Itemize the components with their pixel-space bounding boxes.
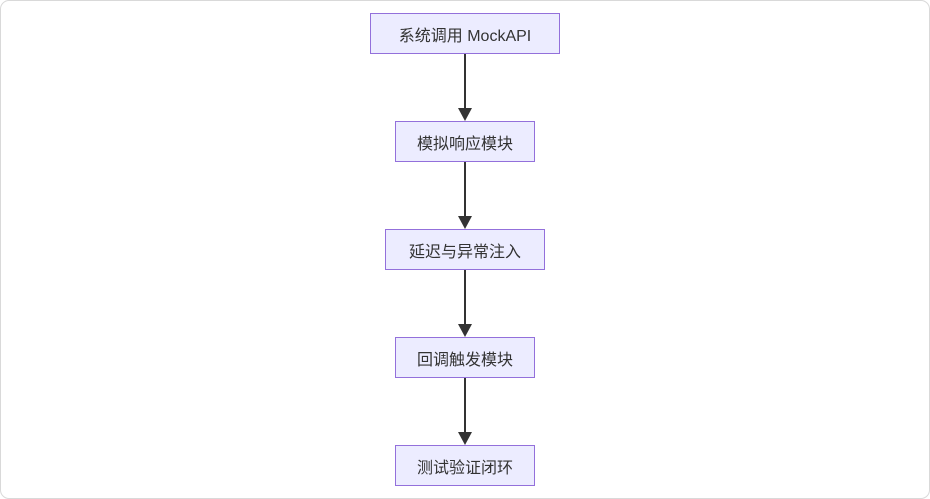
arrow-line <box>464 270 466 324</box>
flow-arrow-2 <box>457 162 473 230</box>
arrowhead-icon <box>458 108 472 121</box>
flow-node-mockapi-call: 系统调用 MockAPI <box>370 13 560 54</box>
flow-arrow-1 <box>457 54 473 122</box>
flow-node-test-verification: 测试验证闭环 <box>395 445 535 486</box>
flow-node-callback-trigger: 回调触发模块 <box>395 337 535 378</box>
flow-arrow-3 <box>457 270 473 338</box>
flow-node-mock-response: 模拟响应模块 <box>395 121 535 162</box>
flow-node-delay-exception: 延迟与异常注入 <box>385 229 545 270</box>
arrow-line <box>464 378 466 432</box>
flow-node-label: 回调触发模块 <box>416 351 513 369</box>
arrowhead-icon <box>458 324 472 337</box>
arrowhead-icon <box>458 216 472 229</box>
arrow-line <box>464 54 466 108</box>
flow-node-label: 模拟响应模块 <box>416 135 513 153</box>
arrow-line <box>464 162 466 216</box>
flow-node-label: 延迟与异常注入 <box>408 243 521 261</box>
flow-arrow-4 <box>457 378 473 446</box>
arrowhead-icon <box>458 432 472 445</box>
flow-node-label: 测试验证闭环 <box>416 459 513 477</box>
flow-node-label: 系统调用 MockAPI <box>398 27 532 45</box>
